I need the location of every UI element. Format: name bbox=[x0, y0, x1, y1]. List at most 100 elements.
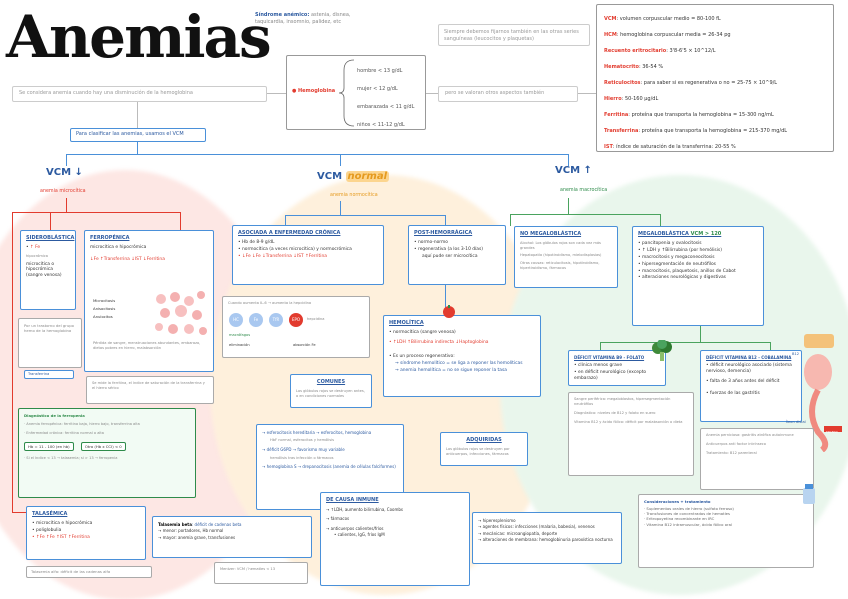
vcm-normal-label: VCM normal bbox=[317, 171, 390, 182]
post-line: aquí pude ser microcítica bbox=[422, 253, 478, 259]
mega-line: • macrocitosis, plaquetosis, anillos de … bbox=[638, 268, 736, 274]
ferro-line: ↓Fe ↑Transferrina ↓IST ↓Ferritina bbox=[90, 256, 165, 262]
vcm-low-label: VCM ↓ bbox=[46, 167, 83, 178]
talasemia-alfa: Talasemia alfa: déficit de las cadenas a… bbox=[26, 566, 152, 578]
trat-line: · Eritropoyetina recombinante en IRC bbox=[644, 516, 715, 522]
param-row: IST: índice de saturación de la transfer… bbox=[604, 144, 736, 150]
mega-line: • macrocitosis y megaconeocitosis bbox=[638, 254, 715, 260]
vcm-high-sub: anemia macrocítica bbox=[560, 188, 608, 193]
adquiridas-text: Los glóbulos rojos se destruyen por anti… bbox=[446, 446, 510, 456]
param-row: Hematocrito: 36-54 % bbox=[604, 64, 664, 70]
hb-list: hombre < 13 g/dL mujer < 12 g/dL embaraz… bbox=[357, 62, 415, 129]
normal-highlight: normal bbox=[345, 171, 390, 182]
inmune-line: → anticuerpos calientes/fríos bbox=[326, 525, 384, 531]
mega-box: MEGALOBLÁSTICA VCM > 120 • pancitopenia … bbox=[632, 226, 764, 326]
sidero-note: Por un trastorno del grupo hemo de la he… bbox=[18, 318, 82, 368]
clasificar-box: Para clasificar las anemias, usamos el V… bbox=[70, 128, 206, 142]
b12-title: DÉFICIT VITAMINA B12 - COBALAMINA bbox=[706, 355, 792, 360]
hemolitica-box: HEMOLÍTICA • normocítica (sangre venosa)… bbox=[383, 315, 541, 397]
ferropenica-box: FERROPÉNICA microcítica e hipocrómica ↓F… bbox=[84, 230, 214, 372]
inmune-line: → fármacos bbox=[326, 516, 350, 522]
cycle-label: absorción Fe bbox=[293, 343, 316, 347]
hb-item: mujer < 12 g/dL bbox=[357, 86, 398, 92]
cycle-box: Cuando aumenta IL-6 → aumenta la hepcidi… bbox=[222, 296, 370, 358]
trat-line: · Vitamina B12 intramuscular, ácido fóli… bbox=[644, 521, 732, 527]
no-mega-line: Alcohol: Los glóbulos rojos son cada vez… bbox=[520, 240, 601, 250]
cron-line: • Hb de 8-9 g/dL bbox=[238, 239, 275, 245]
causa-inmune-box: DE CAUSA INMUNE → ↑LDH, aumento bilirrub… bbox=[320, 492, 470, 586]
b12-bottle-icon bbox=[803, 484, 815, 504]
sideroblastica-box: SIDEROBLÁSTICA • ↑ Fe hipocrómica microc… bbox=[20, 230, 76, 310]
params-box: VCM: volumen corpuscular medio = 80-100 … bbox=[596, 4, 834, 152]
drop-icon: ● bbox=[292, 88, 297, 94]
inmune-line: • calientes, IgG, fríos IgM bbox=[334, 531, 385, 537]
no-mega-line: Otras causas: reticulocitosis, hipotiroi… bbox=[520, 261, 600, 271]
page-title: Anemias bbox=[6, 3, 272, 71]
param-row: Ferritina: proteína que transporta la he… bbox=[604, 112, 774, 118]
post-title: POST-HEMORRÁGICA bbox=[414, 230, 473, 236]
her-line: → esferocitosis hereditaria → esferocito… bbox=[262, 430, 372, 435]
sideroblastica-title: SIDEROBLÁSTICA bbox=[26, 235, 75, 241]
folato-line: • clínica menos grave bbox=[574, 363, 623, 369]
mentzer-a: Hb = 11 - 100 (en hb) bbox=[24, 441, 74, 451]
b12-line: • fuerzas de las gastritis bbox=[706, 391, 760, 397]
bracket-icon bbox=[339, 59, 355, 127]
sindrome-label: Síndrome anémico: bbox=[255, 12, 310, 18]
no-mega-box: NO MEGALOBLÁSTICA Alcohol: Los glóbulos … bbox=[514, 226, 618, 288]
mega-line: • ↑ LDH y ↑Bilirrubina (por hemólisis) bbox=[638, 247, 722, 253]
cycle-label: eliminación bbox=[229, 343, 250, 347]
comunes-box: COMUNES Los glóbulos rojos se destruyen … bbox=[290, 374, 372, 408]
b12-line: • falta de 3 años antes del déficit bbox=[706, 379, 780, 385]
cycle-node: TfR bbox=[269, 313, 283, 327]
hb-item: hombre < 13 g/dL bbox=[357, 68, 403, 74]
inmune-title: DE CAUSA INMUNE bbox=[326, 497, 379, 503]
mega-line: • alteraciones neurológicas y digestivas bbox=[638, 275, 726, 281]
cycle-node: Fe bbox=[249, 313, 263, 327]
param-row: Transferrina: proteína que transporta la… bbox=[604, 128, 788, 134]
mega-title: MEGALOBLÁSTICA VCM > 120 bbox=[638, 231, 722, 237]
broccoli-icon bbox=[652, 340, 672, 361]
noinm-line: → agentes físicos: infecciones (malaria,… bbox=[478, 524, 595, 530]
series-note: Siempre debemos fijarnos también en las … bbox=[438, 24, 590, 46]
vcm-high-label: VCM ↑ bbox=[555, 165, 592, 176]
cycle-label: hepcidina bbox=[307, 317, 325, 321]
hb-item: niños < 11-12 g/dL bbox=[357, 122, 405, 128]
folato-box: DÉFICIT VITAMINA B9 - FOLATO • clínica m… bbox=[568, 350, 666, 386]
b12-box: DÉFICIT VITAMINA B12 - COBALAMINA • défi… bbox=[700, 350, 802, 422]
green-title: Diagnóstico de la ferropenia bbox=[24, 413, 85, 418]
no-mega-line: Hepatopatía (hipotiroidismo, mielodispla… bbox=[520, 253, 602, 258]
cycle-node: EPO bbox=[289, 313, 303, 327]
talasemia-detail-box: Talasemia beta: déficit de cadenas beta … bbox=[152, 516, 312, 558]
comunes-title: COMUNES bbox=[316, 379, 346, 385]
hb-item: embarazada < 11 g/dL bbox=[357, 104, 415, 110]
sidero-note-text: Por un trastorno del grupo hemo de la he… bbox=[24, 323, 74, 334]
param-row: Hierro: 50-160 µg/dL bbox=[604, 96, 659, 102]
no-inmune-box: → hiperesplenismo → agentes físicos: inf… bbox=[472, 512, 622, 564]
talasemica-box: TALASÉMICA • microcítica e hipocrómica •… bbox=[26, 506, 146, 560]
vcm-low-sub: anemia microcítica bbox=[40, 189, 86, 194]
cycle-node: HC bbox=[229, 313, 243, 327]
hemo-line: → anemia hemolítica = no se sigue repone… bbox=[395, 367, 507, 373]
hb-label: Hemoglobina bbox=[297, 88, 336, 94]
inmune-line: → ↑LDH, aumento bilirrubina, Coombs bbox=[326, 506, 404, 512]
param-row: HCM: hemoglobina corpuscular media = 26-… bbox=[604, 32, 731, 38]
hemoglobina-box: ● Hemoglobina hombre < 13 g/dL mujer < 1… bbox=[286, 55, 426, 130]
hemo-line: → síndrome hemolítico = se liga a repone… bbox=[395, 360, 523, 366]
trat-line: · Transfusiones de concentrados de hemat… bbox=[644, 511, 730, 517]
adquiridas-title: ADQUIRIDAS bbox=[466, 437, 502, 443]
her-line: → déficit G6PD → favorismo muy variable bbox=[262, 447, 345, 453]
noinm-line: → hiperesplenismo bbox=[478, 518, 516, 523]
digestive-tract-icon bbox=[804, 334, 842, 452]
param-row: Reticulocitos: para saber si es regenera… bbox=[604, 80, 778, 86]
tras-label: Transferrina bbox=[24, 370, 74, 379]
trat-line: · Suplementos orales de hierro (sulfato … bbox=[644, 506, 734, 512]
blood-cells-icon bbox=[155, 291, 207, 335]
valoran-text: pero se valoran otros aspectos también bbox=[445, 90, 545, 96]
cronica-box: ASOCIADA A ENFERMEDAD CRÓNICA • Hb de 8-… bbox=[232, 225, 384, 285]
ferro-note: Pérdida de sangre, menstruaciones abunda… bbox=[93, 341, 201, 350]
folato-title: DÉFICIT VITAMINA B9 - FOLATO bbox=[574, 355, 645, 360]
comunes-text: Los glóbulos rojos se destruyen antes, o… bbox=[296, 388, 365, 398]
talasemica-title: TALASÉMICA bbox=[32, 511, 68, 517]
sidero-line: hipocrómica bbox=[26, 253, 49, 258]
tala-note: Mentzer: VCM / hematíes < 13 bbox=[214, 562, 308, 584]
